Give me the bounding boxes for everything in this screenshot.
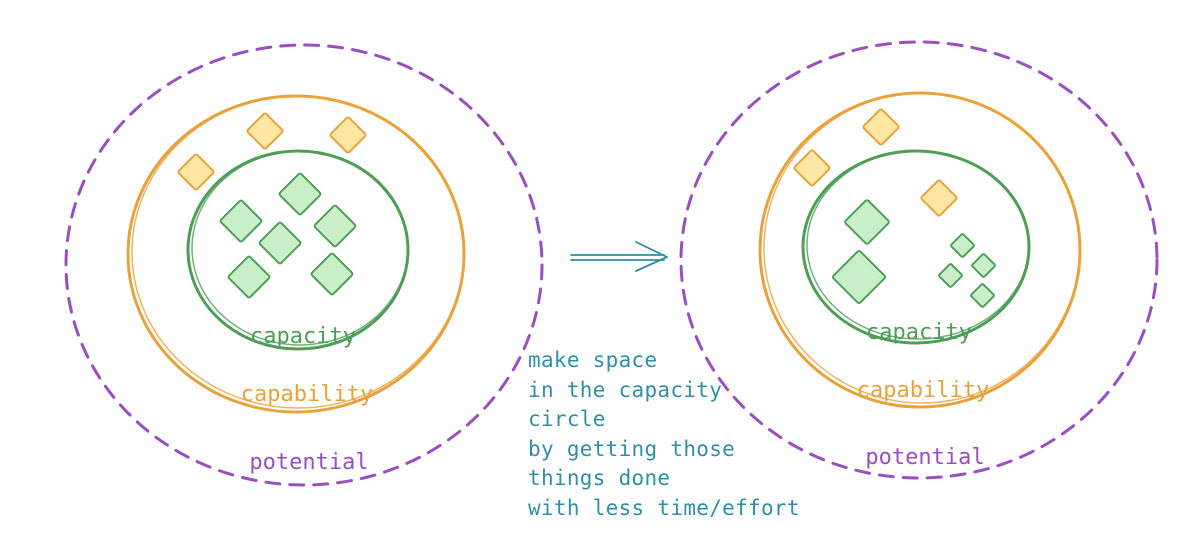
right-capacity-item-small: [970, 283, 995, 308]
right-capacity-circle-sketch: [806, 150, 1030, 340]
annotation-note: make space in the capacity circle by get…: [528, 346, 800, 523]
left-capacity-label: capacity: [250, 324, 356, 349]
left-capability-item: [246, 112, 284, 150]
right-capacity-label: capacity: [866, 320, 972, 345]
left-capability-item: [177, 153, 215, 191]
left-capability-item: [329, 116, 367, 154]
right-capacity-item-large: [844, 199, 890, 245]
left-capacity-circle-sketch: [191, 150, 409, 346]
note-line: in the capacity: [528, 377, 723, 402]
note-line: make space: [528, 348, 658, 372]
left-capacity-item: [310, 252, 354, 296]
left-capability-label: capability: [241, 382, 373, 407]
left-capacity-item: [313, 204, 357, 248]
right-capacity-item-large: [831, 249, 887, 305]
right-capacity-circle: [801, 149, 1031, 345]
left-capacity-item: [258, 221, 302, 265]
double-arrow-right-icon: [570, 241, 668, 272]
right-capacity-item-small: [950, 233, 975, 258]
left-capability-circle-sketch: [131, 95, 465, 409]
note-line: things done: [528, 466, 671, 490]
left-capacity-item: [219, 199, 263, 243]
right-diagram: capacity capability potential: [679, 40, 1159, 480]
right-capacity-item-small: [971, 253, 996, 278]
right-potential-circle: [679, 40, 1159, 480]
left-capacity-item: [278, 172, 322, 216]
right-capability-label: capability: [857, 378, 989, 403]
left-diagram: capacity capability potential: [64, 43, 544, 487]
left-capacity-item: [227, 255, 271, 299]
right-capability-circle-sketch: [763, 92, 1081, 404]
note-line: with less time/effort: [528, 495, 800, 520]
right-capacity-item-small: [938, 263, 963, 288]
right-potential-label: potential: [865, 445, 984, 470]
left-potential-circle: [64, 43, 544, 487]
right-capability-item: [862, 108, 900, 146]
right-capability-item: [793, 149, 831, 187]
note-line: circle: [528, 407, 606, 431]
right-capability-item: [920, 179, 958, 217]
left-potential-label: potential: [249, 450, 368, 475]
note-line: by getting those: [528, 436, 736, 461]
